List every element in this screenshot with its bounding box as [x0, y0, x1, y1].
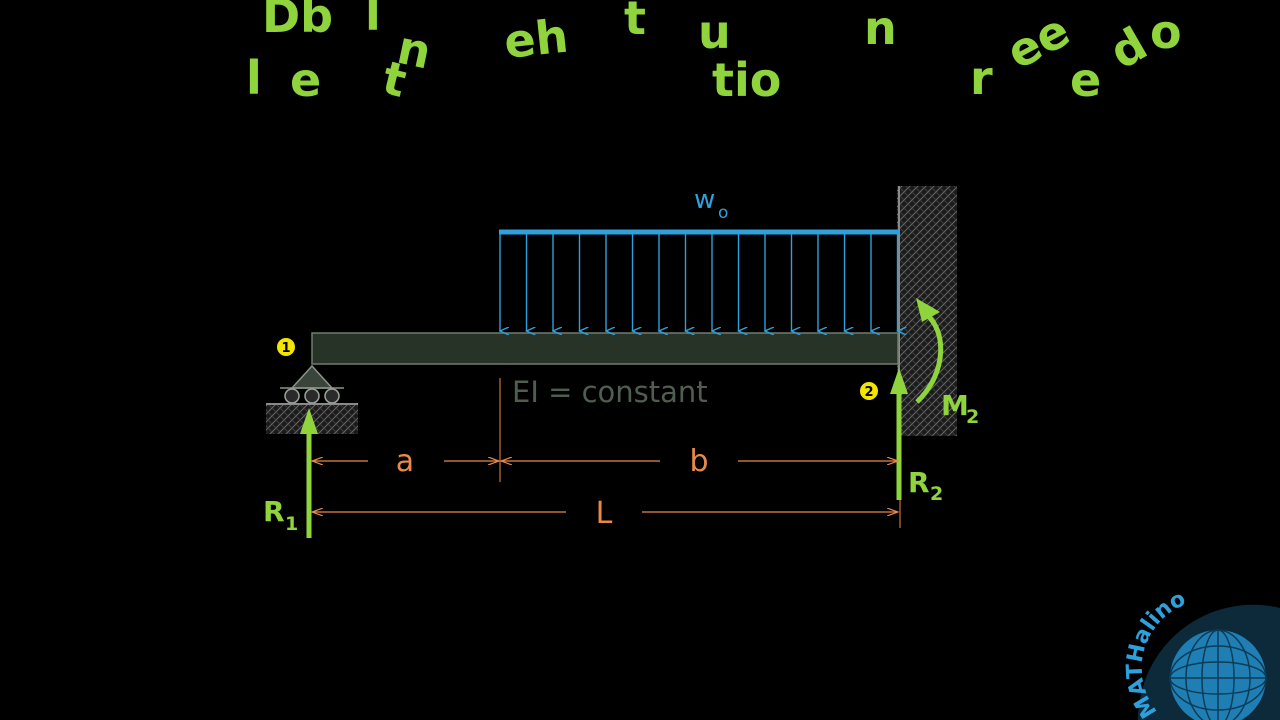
reaction-r2-subscript: 2 [930, 483, 943, 505]
title-fragment: n [864, 1, 897, 55]
reaction-r1-subscript: 1 [285, 513, 298, 535]
node-1-marker [277, 338, 295, 356]
title-fragment: e [1070, 53, 1101, 107]
ei-label: EI = constant [512, 375, 708, 409]
roller-wheel [304, 388, 320, 404]
title-fragment: ee [998, 3, 1078, 80]
title-fragment: r [970, 51, 993, 105]
beam [311, 332, 899, 365]
reaction-r1-label: R [263, 495, 285, 528]
title-fragment: t [624, 0, 646, 45]
title-fragment: Db [262, 0, 333, 43]
reaction-r1-head [300, 408, 318, 434]
title-fragment: eh [502, 9, 571, 69]
title-fragment: t [377, 50, 411, 108]
title-fragment: tio [712, 53, 781, 107]
moment-m2-subscript: 2 [966, 406, 979, 428]
title-fragment: e [290, 53, 321, 107]
load-label: w [694, 185, 715, 215]
dim-b-label: b [689, 444, 708, 479]
roller-triangle [290, 364, 334, 389]
roller-wheel [324, 388, 340, 404]
distributed-load-arrows [500, 234, 898, 331]
node-2-marker [860, 382, 878, 400]
node-2-label: 2 [864, 385, 873, 400]
title-fragment: l [246, 51, 262, 105]
title-fragment: d [1101, 16, 1157, 79]
title-fragment: u [698, 5, 731, 59]
dim-l-label: L [596, 496, 613, 531]
roller-wheel [284, 388, 300, 404]
dim-a-label: a [396, 444, 414, 479]
moment-m2-arc [915, 312, 944, 404]
title-fragment: l [365, 0, 381, 41]
reaction-r2-label: R [908, 466, 930, 499]
mathalino-logo: MATHalino [1123, 586, 1280, 720]
logo-globe-grid [1169, 629, 1267, 720]
moment-m2-label: M [941, 389, 969, 422]
node-1-label: 1 [281, 341, 290, 356]
reaction-r2-head [890, 368, 908, 394]
title-fragment: o [1150, 5, 1182, 59]
load-subscript: o [718, 203, 728, 223]
moment-m2-head [916, 298, 940, 322]
